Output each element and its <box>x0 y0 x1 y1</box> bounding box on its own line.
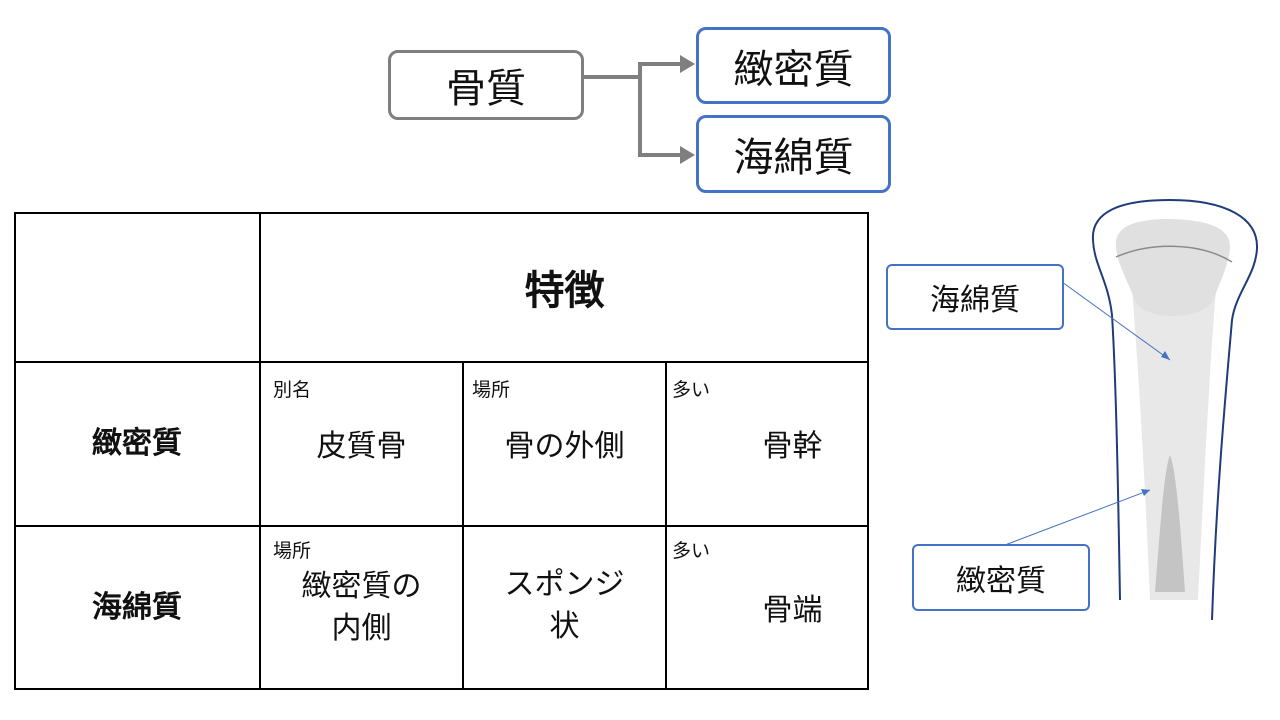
cell-value-location-spongy-line2: 内側 <box>331 611 392 646</box>
callout-box-spongy: 海綿質 <box>886 264 1064 330</box>
cell-label-abundant-compact: 多い <box>672 379 711 401</box>
table-header-label: 特徴 <box>524 268 605 314</box>
epiphyseal-line <box>1115 245 1233 263</box>
callout-line-compact <box>1004 489 1151 546</box>
cell-value-texture: スポンジ 状 <box>463 548 666 664</box>
cell-value-alias: 皮質骨 <box>260 410 463 484</box>
callout-line-spongy <box>1061 281 1171 361</box>
cell-label-location-compact: 場所 <box>472 379 511 401</box>
flow-child-label-spongy: 海綿質 <box>733 135 854 181</box>
cell-value-abundant-spongy-text: 骨端 <box>762 593 823 628</box>
flow-root-box: 骨質 <box>388 50 584 120</box>
flow-root-label: 骨質 <box>446 66 526 112</box>
arrowhead-top <box>680 55 695 73</box>
callout-arrowhead-compact <box>1141 489 1150 496</box>
cell-value-texture-line2: 状 <box>549 609 580 644</box>
table-grid <box>14 212 869 690</box>
table-header-cell: 特徴 <box>260 212 869 362</box>
cell-value-abundant-compact-text: 骨幹 <box>762 429 823 464</box>
cell-value-abundant-spongy: 骨端 <box>666 574 869 648</box>
cell-label-abundant-spongy: 多い <box>672 540 711 562</box>
flow-child-box-compact: 緻密質 <box>696 27 891 104</box>
flow-child-box-spongy: 海綿質 <box>696 115 891 193</box>
bone-shaft <box>1132 290 1216 600</box>
cell-value-location-compact: 骨の外側 <box>463 410 666 484</box>
bone-head <box>1115 219 1230 316</box>
row-label-compact: 緻密質 <box>14 362 260 526</box>
bone-outline <box>1091 198 1259 621</box>
feature-table: 特徴 緻密質 別名 皮質骨 場所 骨の外側 多い 骨幹 海綿質 場所 緻密質の … <box>14 212 869 690</box>
medullary-cavity <box>1155 455 1185 592</box>
row-label-compact-text: 緻密質 <box>92 426 182 461</box>
callout-box-compact: 緻密質 <box>912 544 1090 611</box>
cell-value-location-spongy-line1: 緻密質の <box>301 569 422 604</box>
cell-value-abundant-compact: 骨幹 <box>666 410 869 484</box>
row-label-spongy: 海綿質 <box>14 526 260 690</box>
arrowhead-bottom <box>680 146 695 164</box>
cell-label-alias: 別名 <box>273 379 312 401</box>
callout-label-compact: 緻密質 <box>956 563 1046 599</box>
callout-arrowhead-spongy <box>1161 351 1170 360</box>
callout-label-spongy: 海綿質 <box>930 283 1020 318</box>
row-label-spongy-text: 海綿質 <box>92 590 182 625</box>
cell-label-location-spongy: 場所 <box>273 540 312 562</box>
cell-value-location-compact-text: 骨の外側 <box>504 429 625 464</box>
cell-value-texture-line1: スポンジ <box>504 567 625 602</box>
cell-value-location-spongy: 緻密質の 内側 <box>260 552 463 664</box>
flow-child-label-compact: 緻密質 <box>733 46 854 93</box>
cell-value-alias-text: 皮質骨 <box>316 429 407 464</box>
